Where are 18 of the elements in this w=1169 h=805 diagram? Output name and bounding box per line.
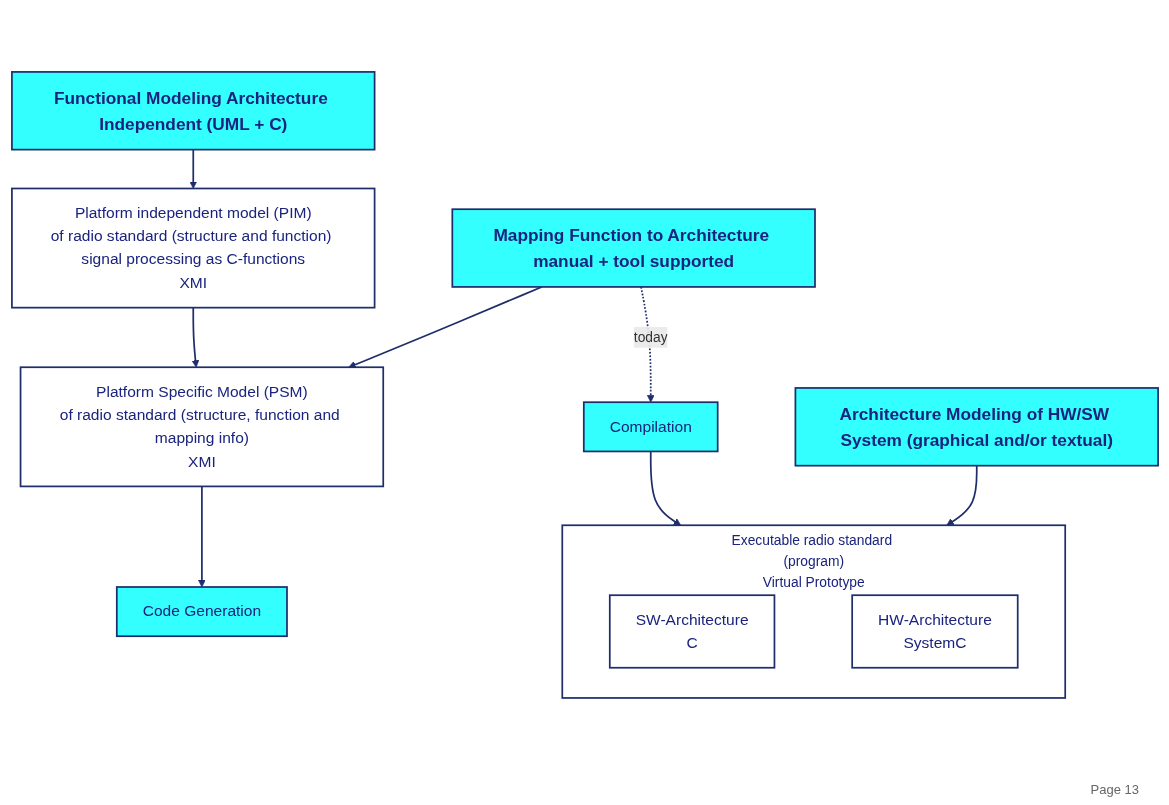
node-box: Code Generation bbox=[115, 586, 288, 638]
page-number: Page 13 bbox=[1090, 782, 1139, 797]
node-box: Functional Modeling Architecture Independent (UML + C) bbox=[10, 71, 375, 151]
arrow bbox=[639, 286, 655, 403]
arrow bbox=[191, 306, 199, 368]
node-box: SW-Architecture C bbox=[608, 594, 775, 669]
node-box: Mapping Function to Architecture manual + tool supported bbox=[450, 208, 816, 288]
node-box: Compilation bbox=[582, 401, 719, 453]
arrow bbox=[347, 286, 543, 369]
arrow bbox=[649, 450, 681, 526]
arrow bbox=[188, 148, 197, 189]
edge-label: today bbox=[633, 329, 668, 345]
arrow bbox=[197, 485, 206, 588]
node-box: Architecture Modeling of HW/SW System (graphical and/or textual) bbox=[794, 387, 1159, 467]
arrow bbox=[945, 464, 978, 526]
node-box: Platform independent model (PIM) of radio standard (structure and function) signal processing as C-functions XMI bbox=[10, 187, 375, 309]
node-box: Platform Specific Model (PSM) of radio standard (structure, function and mapping info) XMI bbox=[19, 366, 384, 488]
node-box: HW-Architecture SystemC bbox=[850, 594, 1019, 669]
